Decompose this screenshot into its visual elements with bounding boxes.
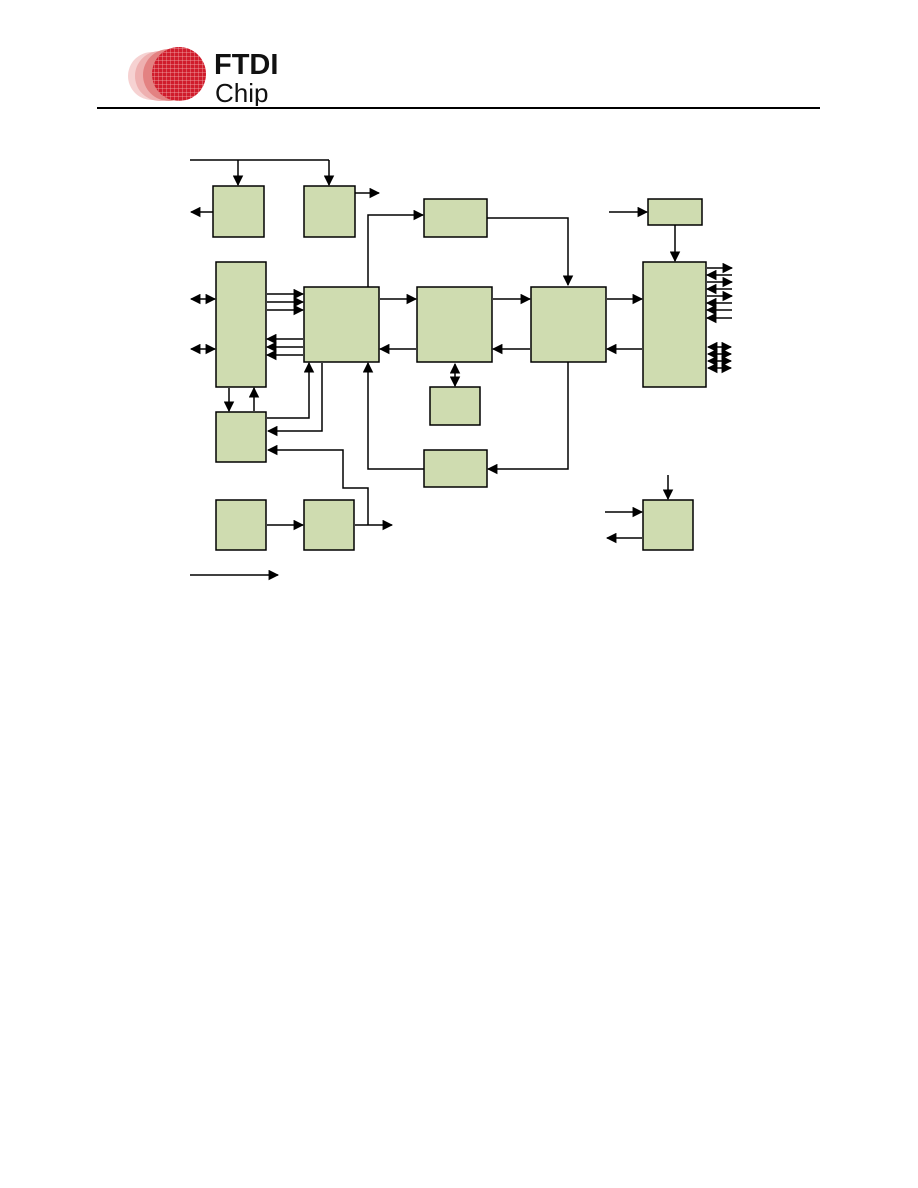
- header-rule: [97, 107, 820, 109]
- block-bottom-right: [642, 499, 694, 551]
- logo-text-chip: Chip: [215, 78, 268, 106]
- block-memory: [429, 386, 481, 426]
- block-main-1: [303, 286, 380, 363]
- connector: [267, 361, 315, 419]
- block-left-lower: [215, 411, 267, 463]
- block-right-io: [642, 261, 707, 388]
- connector: [362, 361, 424, 470]
- block-top-second: [303, 185, 356, 238]
- block-top-center: [423, 198, 488, 238]
- block-main-2: [416, 286, 493, 363]
- connector: [266, 444, 369, 525]
- block-top-right: [647, 198, 703, 226]
- diagram-blocks: [212, 185, 707, 551]
- block-left-interface: [215, 261, 267, 388]
- block-feedback: [423, 449, 488, 488]
- block-bottom-left: [215, 499, 267, 551]
- connector: [487, 217, 574, 287]
- page-header: FTDI Chip: [0, 0, 918, 112]
- block-bottom-second: [303, 499, 355, 551]
- connector: [367, 209, 425, 287]
- connector: [486, 362, 569, 475]
- block-top-left: [212, 185, 265, 238]
- diagram-connectors: [189, 159, 734, 581]
- connector: [266, 363, 323, 437]
- ftdi-chip-logo: FTDI Chip: [128, 47, 278, 106]
- block-main-3: [530, 286, 607, 363]
- logo-text-ftdi: FTDI: [214, 49, 278, 81]
